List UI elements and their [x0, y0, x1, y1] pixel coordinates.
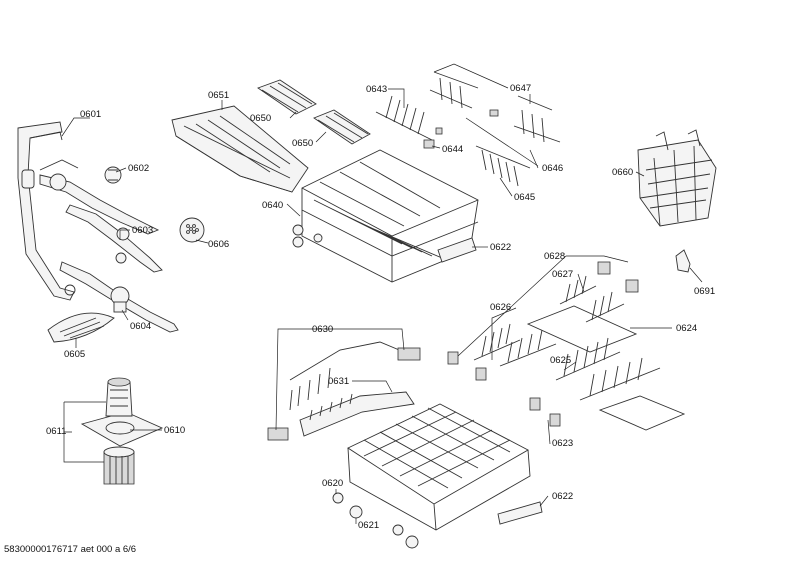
- rod-rack-0630-part: [267, 341, 421, 441]
- label-0660: 0660: [612, 167, 633, 178]
- label-0604: 0604: [130, 321, 151, 332]
- label-0605: 0605: [64, 349, 85, 360]
- label-0603: 0603: [132, 225, 153, 236]
- lower-basket-part: [347, 403, 531, 531]
- label-0630: 0630: [312, 324, 333, 335]
- lower-spray-arm-part: [59, 261, 179, 333]
- micro-filter-part: [103, 446, 135, 485]
- label-0624: 0624: [676, 323, 697, 334]
- label-0622-lower: 0622: [552, 491, 573, 502]
- label-0643: 0643: [366, 84, 387, 95]
- tray-insert-upper-part: [257, 79, 317, 115]
- label-0647: 0647: [510, 83, 531, 94]
- clip-left-part: [447, 351, 487, 381]
- label-0602: 0602: [128, 163, 149, 174]
- tine-rack-0627-part: [559, 275, 625, 323]
- holder-0644-part: [423, 139, 435, 149]
- upper-spray-arm-part: [39, 166, 163, 273]
- leader-lines: [61, 63, 703, 524]
- label-0646: 0646: [542, 163, 563, 174]
- clip-0691-part: [675, 249, 691, 273]
- label-0650-lower: 0650: [292, 138, 313, 149]
- label-0626: 0626: [490, 302, 511, 313]
- filter-cover-part: [179, 217, 205, 243]
- upper-basket-part: [292, 149, 479, 283]
- tine-rack-0645-part: [475, 145, 531, 187]
- label-0606: 0606: [208, 239, 229, 250]
- label-0620: 0620: [322, 478, 343, 489]
- wheel-0621-part: [349, 505, 419, 549]
- label-0644: 0644: [442, 144, 463, 155]
- holder-0628-part: [597, 261, 639, 293]
- label-0640: 0640: [262, 200, 283, 211]
- label-0631: 0631: [328, 376, 349, 387]
- label-0628: 0628: [544, 251, 565, 262]
- part-labels: 0601 0602 0603 0604 0605 0606 0610 0611 …: [46, 83, 715, 531]
- basket-handle-lower-part: [497, 501, 543, 525]
- label-0651: 0651: [208, 90, 229, 101]
- tray-0624-part: [526, 305, 686, 431]
- label-0645: 0645: [514, 192, 535, 203]
- label-0691: 0691: [694, 286, 715, 297]
- cutlery-tray-part: [171, 105, 309, 193]
- label-0611: 0611: [46, 426, 66, 437]
- tine-rack-0625-part: [555, 337, 661, 401]
- tine-rack-0643-part: [375, 95, 443, 141]
- tray-insert-lower-part: [313, 109, 371, 145]
- cutlery-basket-part: [637, 129, 717, 227]
- basket-handle-upper-part: [437, 237, 477, 263]
- label-0627: 0627: [552, 269, 573, 280]
- supply-pipe-part: [17, 121, 79, 301]
- filter-assembly-part: [80, 377, 164, 447]
- label-0650-upper: 0650: [250, 113, 271, 124]
- clip-0623-part: [529, 397, 561, 427]
- tine-rack-0631-part: [299, 391, 415, 437]
- label-0623: 0623: [552, 438, 573, 449]
- tine-rack-0626-part: [473, 323, 557, 367]
- label-0610: 0610: [164, 425, 185, 436]
- label-0621: 0621: [358, 520, 379, 531]
- document-footer: 58300000176717 aet 000 a 6/6: [4, 544, 136, 555]
- label-0601: 0601: [80, 109, 101, 120]
- tine-rack-0647-part: [429, 71, 561, 143]
- label-0625: 0625: [550, 355, 571, 366]
- wheel-0620-part: [332, 492, 344, 504]
- label-0622-upper: 0622: [490, 242, 511, 253]
- spray-disc-part: [47, 312, 115, 343]
